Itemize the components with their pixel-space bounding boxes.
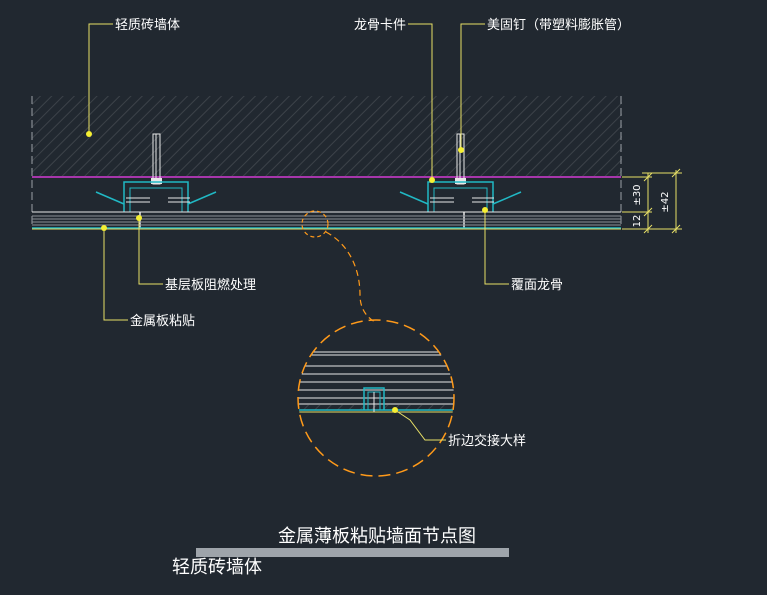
label-edge-detail: 折边交接大样 [448, 433, 526, 449]
dimension-30: ±30 [632, 184, 643, 205]
title-underline [196, 548, 509, 557]
label-wall: 轻质砖墙体 [115, 18, 180, 33]
label-base-board: 基层板阻燃处理 [165, 277, 256, 293]
detail-connector [325, 231, 376, 323]
detail-marker-circle [301, 210, 329, 238]
brick-wall [31, 96, 622, 228]
board-layers [32, 211, 621, 230]
label-nail: 美固钉（带塑料膨胀管） [487, 18, 630, 33]
dimension-42: ±42 [660, 191, 671, 212]
label-metal-board: 金属板粘贴 [130, 313, 195, 329]
drawing-title: 金属薄板粘贴墙面节点图 [278, 526, 476, 547]
label-cover-keel: 覆面龙骨 [511, 278, 563, 293]
dimension-12: 12 [632, 215, 643, 228]
drawing-subtitle: 轻质砖墙体 [172, 557, 262, 578]
leader-lines [88, 23, 509, 441]
enlarged-detail [297, 319, 455, 477]
dimension-lines [622, 168, 682, 234]
label-keel-clip: 龙骨卡件 [354, 18, 406, 33]
leader-dots [86, 131, 488, 413]
